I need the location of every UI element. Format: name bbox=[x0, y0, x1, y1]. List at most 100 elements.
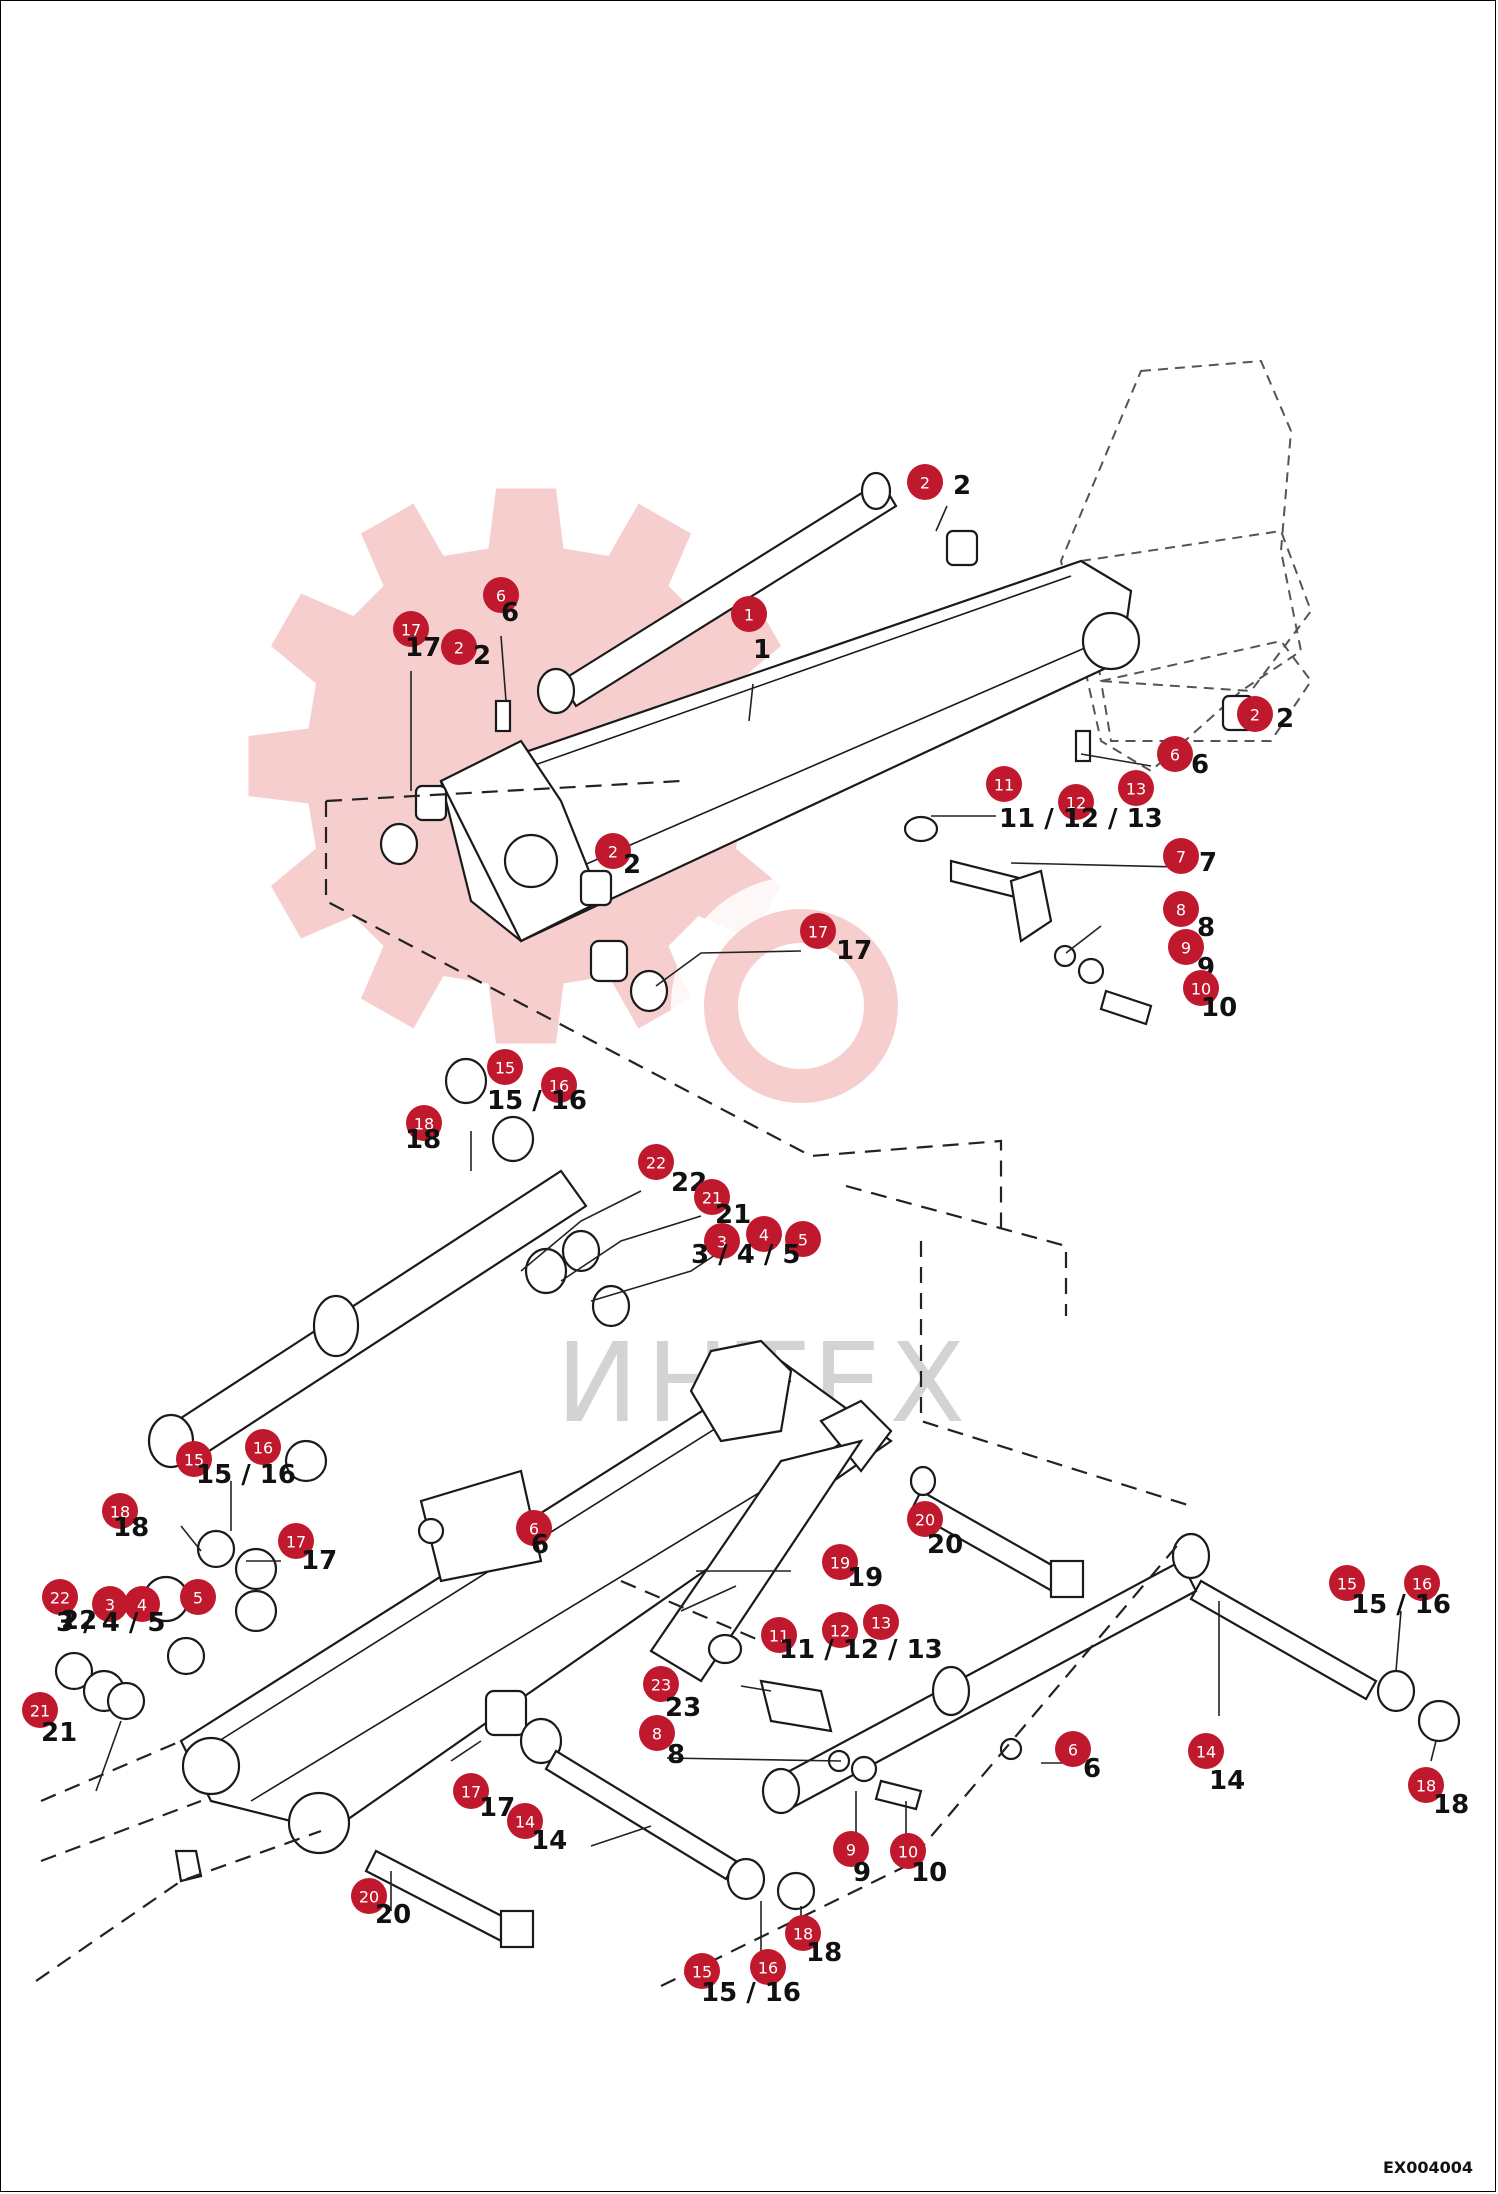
callout-number: 17 bbox=[401, 621, 421, 640]
group-label: 15 / 16 bbox=[1351, 1590, 1451, 1620]
callout-badge bbox=[124, 1586, 160, 1622]
callout-badge bbox=[684, 1953, 720, 1989]
callout-16: 16 bbox=[1404, 1565, 1440, 1601]
part-label: 18 bbox=[806, 1938, 842, 1968]
callout-number: 2 bbox=[920, 474, 930, 493]
callout-number: 14 bbox=[1196, 1743, 1216, 1762]
callout-number: 2 bbox=[1250, 706, 1260, 725]
callout-badge bbox=[1408, 1767, 1444, 1803]
callout-badge bbox=[245, 1429, 281, 1465]
callout-15: 15 bbox=[487, 1049, 523, 1085]
callout-number: 4 bbox=[137, 1596, 147, 1615]
part-label: 6 bbox=[1191, 750, 1209, 780]
callout-badge bbox=[638, 1144, 674, 1180]
callout-number: 23 bbox=[651, 1676, 671, 1695]
callout-badge bbox=[1188, 1733, 1224, 1769]
callout-3: 3 bbox=[92, 1586, 128, 1622]
callout-number: 9 bbox=[1181, 939, 1191, 958]
part-label: 2 bbox=[1276, 704, 1294, 734]
part-label: 14 bbox=[531, 1826, 567, 1856]
callout-number: 12 bbox=[830, 1622, 850, 1641]
callout-16: 16 bbox=[750, 1949, 786, 1985]
callout-15: 15 bbox=[684, 1953, 720, 1989]
part-label: 8 bbox=[667, 1740, 685, 1770]
part-label: 2 bbox=[623, 850, 641, 880]
callout-badge bbox=[822, 1612, 858, 1648]
callout-number: 9 bbox=[846, 1841, 856, 1860]
callout-badge bbox=[643, 1666, 679, 1702]
part-label: 17 bbox=[836, 936, 872, 966]
callout-5: 5 bbox=[180, 1579, 216, 1615]
callout-number: 21 bbox=[702, 1189, 722, 1208]
callout-15: 15 bbox=[1329, 1565, 1365, 1601]
part-label: 17 bbox=[405, 633, 441, 663]
part-label: 10 bbox=[911, 1858, 947, 1888]
callout-badge bbox=[1163, 891, 1199, 927]
callout-number: 13 bbox=[871, 1614, 891, 1633]
part-label: 10 bbox=[1201, 993, 1237, 1023]
callout-8: 88 bbox=[1163, 891, 1215, 943]
callout-number: 6 bbox=[1170, 746, 1180, 765]
callout-3: 3 bbox=[704, 1223, 740, 1259]
callout-13: 13 bbox=[1118, 770, 1154, 806]
callout-number: 11 bbox=[994, 776, 1014, 795]
callout-number: 10 bbox=[898, 1843, 918, 1862]
callout-badge bbox=[22, 1692, 58, 1728]
callout-badge bbox=[1183, 970, 1219, 1006]
callout-badge bbox=[785, 1221, 821, 1257]
callout-number: 21 bbox=[30, 1702, 50, 1721]
part-label: 8 bbox=[1197, 913, 1215, 943]
callout-badge bbox=[487, 1049, 523, 1085]
part-label: 6 bbox=[531, 1530, 549, 1560]
callout-number: 6 bbox=[496, 587, 506, 606]
group-label: 15 / 16 bbox=[701, 1978, 801, 2008]
callout-badge bbox=[704, 1223, 740, 1259]
callout-number: 17 bbox=[808, 923, 828, 942]
callout-4: 4 bbox=[124, 1586, 160, 1622]
callout-number: 16 bbox=[253, 1439, 273, 1458]
callout-badge bbox=[907, 464, 943, 500]
callout-number: 6 bbox=[529, 1520, 539, 1539]
part-label: 18 bbox=[113, 1513, 149, 1543]
callout-number: 5 bbox=[798, 1231, 808, 1250]
callout-number: 13 bbox=[1126, 780, 1146, 799]
callout-number: 11 bbox=[769, 1627, 789, 1646]
callout-9: 99 bbox=[833, 1831, 871, 1888]
callout-1: 11 bbox=[731, 596, 771, 665]
callout-badge bbox=[761, 1617, 797, 1653]
callout-11: 11 bbox=[761, 1617, 797, 1653]
callout-badge bbox=[453, 1773, 489, 1809]
callout-number: 8 bbox=[1176, 901, 1186, 920]
callout-number: 10 bbox=[1191, 980, 1211, 999]
callout-badge bbox=[351, 1878, 387, 1914]
callout-number: 16 bbox=[549, 1077, 569, 1096]
callout-badge bbox=[176, 1441, 212, 1477]
callout-6: 66 bbox=[516, 1510, 552, 1560]
callout-badge bbox=[785, 1915, 821, 1951]
callout-number: 2 bbox=[454, 639, 464, 658]
callout-number: 4 bbox=[759, 1226, 769, 1245]
part-label: 9 bbox=[853, 1858, 871, 1888]
callout-badge bbox=[1055, 1731, 1091, 1767]
callout-number: 5 bbox=[193, 1589, 203, 1608]
callout-badge bbox=[1329, 1565, 1365, 1601]
group-label: 3 / 4 / 5 bbox=[56, 1608, 165, 1638]
callout-12: 12 bbox=[1058, 784, 1094, 820]
callout-16: 16 bbox=[541, 1067, 577, 1103]
callout-badge bbox=[595, 833, 631, 869]
arm-assembly bbox=[35, 1339, 1461, 1987]
part-label: 6 bbox=[1083, 1754, 1101, 1784]
callout-number: 18 bbox=[414, 1115, 434, 1134]
